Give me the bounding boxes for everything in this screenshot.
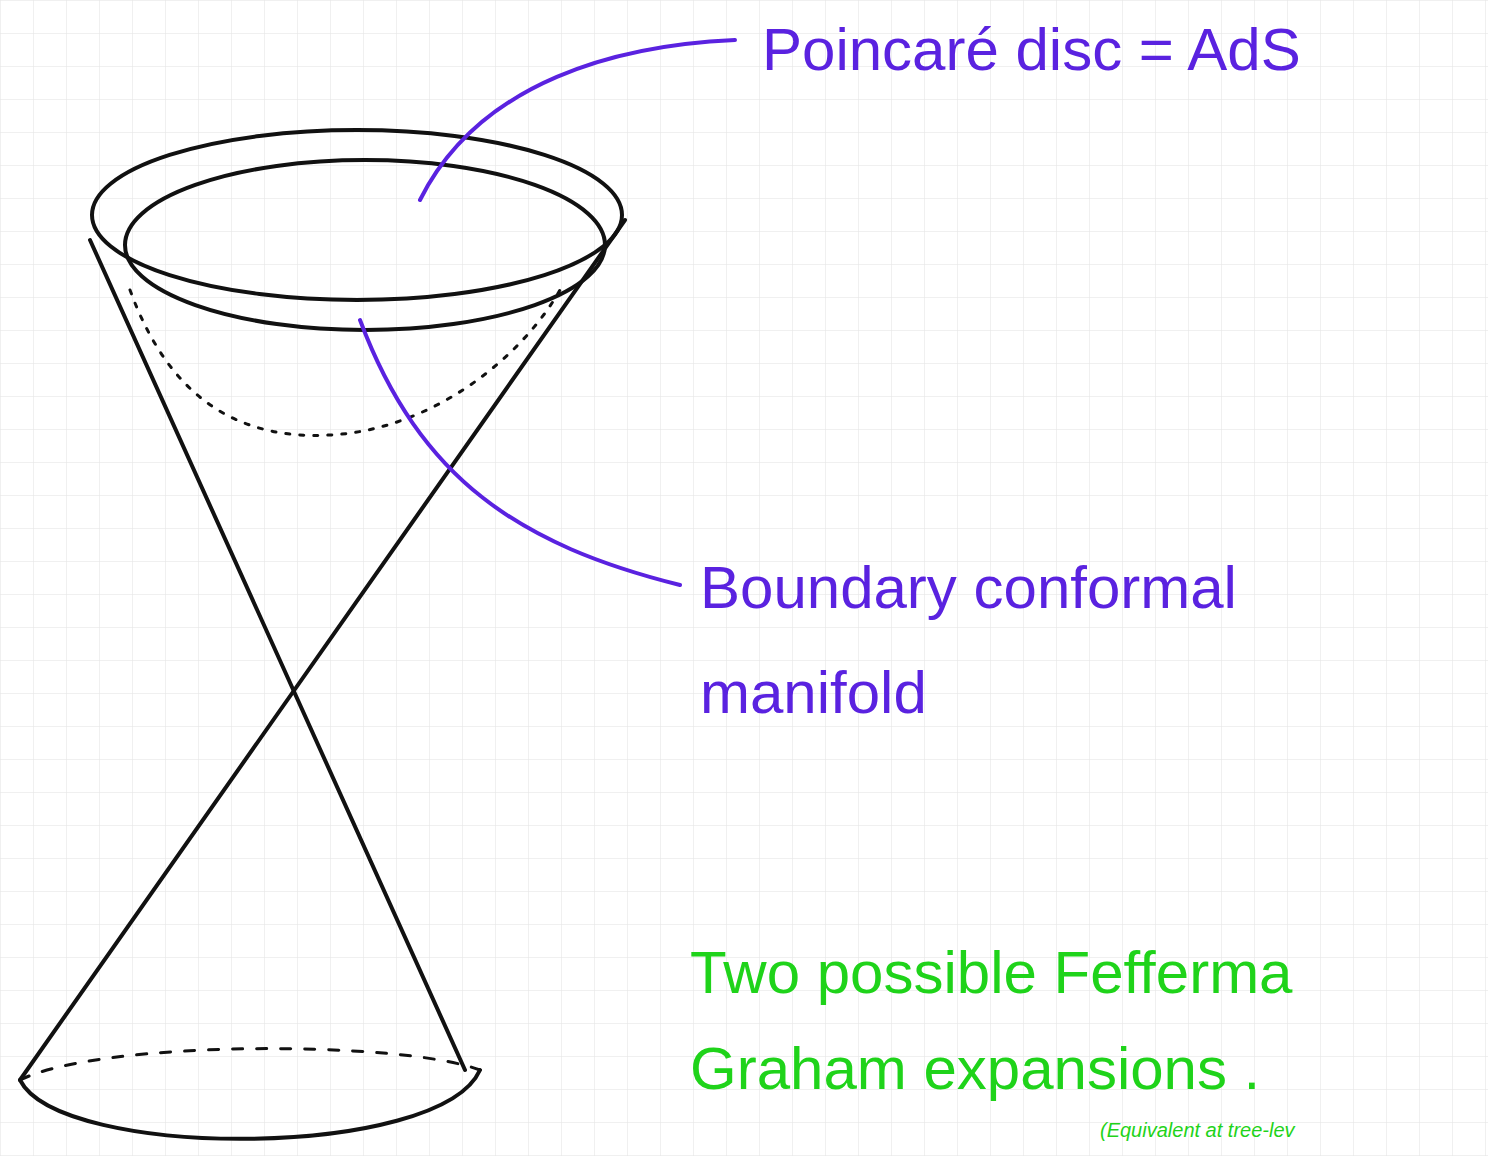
lower-rim: [20, 1070, 480, 1139]
leader-line: [420, 40, 735, 200]
outer-rim: [92, 130, 622, 300]
small-note: (Equivalent at tree-lev: [1100, 1118, 1470, 1142]
hidden-curve: [130, 290, 560, 435]
cone-edge: [90, 240, 465, 1070]
poincare-disc: [125, 160, 605, 330]
leader-line: [360, 320, 680, 585]
note-label: Two possible Fefferma Graham expansions …: [690, 925, 1450, 1117]
cone-edge: [20, 220, 625, 1080]
boundary-label: Boundary conformal manifold: [700, 535, 1320, 745]
disc-label: Poincaré disc = AdS: [762, 14, 1462, 86]
lower-rim-hidden: [20, 1049, 480, 1080]
